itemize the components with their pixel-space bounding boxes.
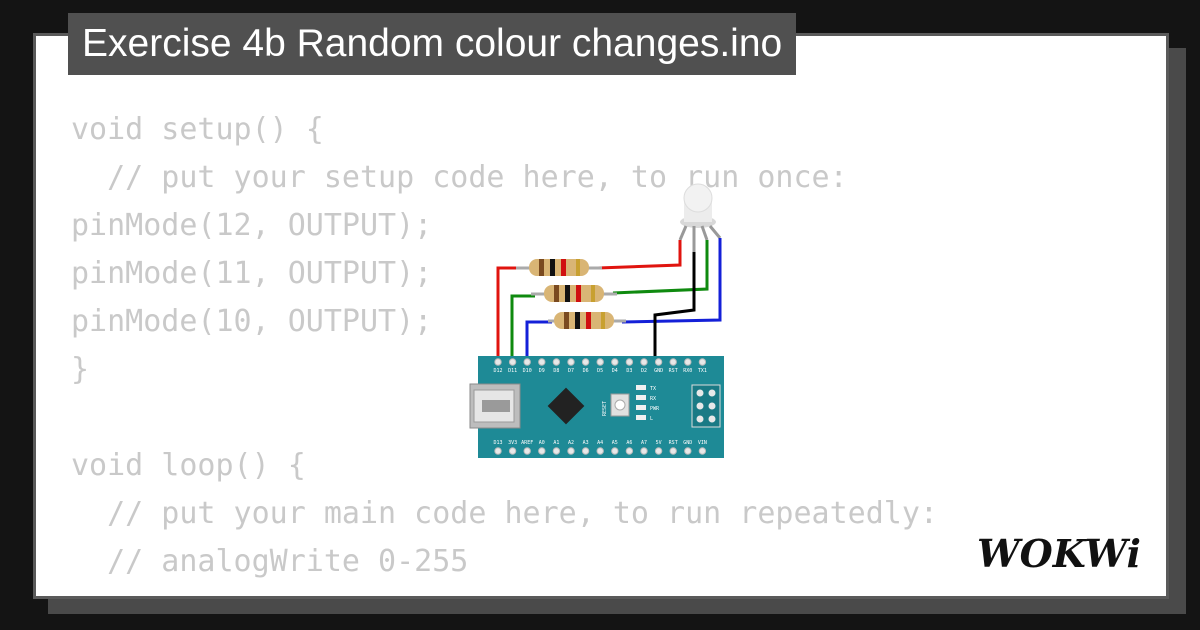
pin-label: AREF	[521, 440, 533, 446]
wire-green	[510, 294, 535, 362]
pin-label: A0	[539, 440, 545, 446]
code-line: }	[71, 352, 90, 387]
pin-label: GND	[654, 368, 663, 374]
wires	[496, 238, 722, 362]
pin-label: D5	[597, 368, 603, 374]
pin-label: D2	[641, 368, 647, 374]
wire-red	[496, 266, 520, 362]
pin-label: D10	[523, 368, 532, 374]
pin-label: 3V3	[508, 440, 517, 446]
resistor	[516, 259, 602, 276]
header-pin	[538, 358, 546, 366]
pin-header-top	[494, 358, 707, 366]
header-pin	[508, 358, 517, 366]
pin-label: RX0	[683, 368, 692, 374]
wire-red	[597, 240, 682, 270]
header-pin	[552, 447, 561, 455]
pin-label: A7	[641, 440, 647, 446]
wire-black	[653, 252, 696, 362]
code-preview: void setup() { // put your setup code he…	[71, 106, 938, 596]
project-title[interactable]: Exercise 4b Random colour changes.ino	[68, 13, 797, 75]
pin-labels-top: D12 D11 D10 D9 D8 D7 D6 D5 D4 D3 D2 GND RST RX0 TX1	[493, 368, 706, 374]
wire-blue	[621, 238, 722, 324]
header-pin	[611, 447, 619, 455]
header-pin	[684, 358, 692, 366]
pin-label: D4	[612, 368, 618, 374]
pin-label: D11	[508, 368, 517, 374]
pin-label: D12	[493, 368, 502, 374]
header-pin	[596, 358, 604, 366]
pin-label: GND	[683, 440, 692, 446]
header-pin	[684, 447, 692, 455]
pin-label: A5	[612, 440, 618, 446]
wire-blue	[525, 320, 552, 362]
header-pin	[640, 447, 648, 455]
header-pin	[640, 358, 648, 366]
header-pin	[625, 447, 634, 455]
code-line: // analogWrite 0-255	[71, 544, 469, 579]
pin-label: A2	[568, 440, 574, 446]
led-label: PWR	[650, 406, 660, 412]
logo-text: WOKWi	[977, 531, 1141, 576]
header-pin	[698, 358, 707, 366]
pin-labels-bottom: D13 3V3 AREF A0 A1 A2 A3 A4 A5 A6 A7 5V RST GND VIN	[493, 440, 706, 446]
header-pin	[567, 447, 575, 455]
header-pin	[523, 358, 531, 366]
code-line: // put your setup code here, to run once…	[71, 160, 848, 195]
header-pin	[494, 358, 502, 366]
pin-label: A3	[583, 440, 589, 446]
code-line: pinMode(11, OUTPUT);	[71, 256, 433, 291]
pin-label: RST	[669, 368, 678, 374]
header-pin	[581, 447, 590, 455]
reset-label: RESET	[602, 401, 608, 416]
pin-label: D13	[493, 440, 502, 446]
header-pin	[611, 358, 619, 366]
header-pin	[698, 447, 707, 455]
pin-label: VIN	[698, 440, 707, 446]
pin-label: D6	[583, 368, 589, 374]
pin-label: 5V	[656, 440, 662, 446]
pin-label: D9	[539, 368, 545, 374]
pin-label: A6	[626, 440, 632, 446]
header-pin	[567, 358, 575, 366]
header-pin	[581, 358, 590, 366]
pin-label: A4	[597, 440, 603, 446]
code-line: analogWrite(12, 255);	[71, 586, 938, 596]
rgb-led	[678, 183, 722, 252]
code-line: pinMode(10, OUTPUT);	[71, 304, 433, 339]
code-line: pinMode(12, OUTPUT);	[71, 208, 433, 243]
resistor	[548, 312, 626, 329]
header-pin	[669, 447, 677, 455]
code-line: // put your main code here, to run repea…	[71, 496, 938, 531]
pin-label: RST	[669, 440, 678, 446]
header-pin	[669, 358, 677, 366]
code-line: void setup() {	[71, 112, 324, 147]
wokwi-logo[interactable]: WOKWi	[975, 527, 1155, 577]
led-label: L	[650, 416, 653, 422]
header-pin	[523, 447, 531, 455]
header-pin	[654, 358, 663, 366]
header-pin	[508, 447, 517, 455]
pin-header-bottom	[494, 447, 707, 455]
header-pin	[596, 447, 604, 455]
header-pin	[654, 447, 663, 455]
led-label: TX	[650, 386, 656, 392]
led-label: RX	[650, 396, 656, 402]
resistor	[531, 285, 617, 302]
pin-label: D7	[568, 368, 574, 374]
header-pin	[538, 447, 546, 455]
header-pin	[625, 358, 634, 366]
header-pin	[552, 358, 561, 366]
header-pin	[494, 447, 502, 455]
code-line: void loop() {	[71, 448, 306, 483]
pin-label: A1	[553, 440, 559, 446]
pin-label: D8	[553, 368, 559, 374]
pin-label: D3	[626, 368, 632, 374]
pin-label: TX1	[698, 368, 707, 374]
wire-green	[612, 240, 709, 295]
